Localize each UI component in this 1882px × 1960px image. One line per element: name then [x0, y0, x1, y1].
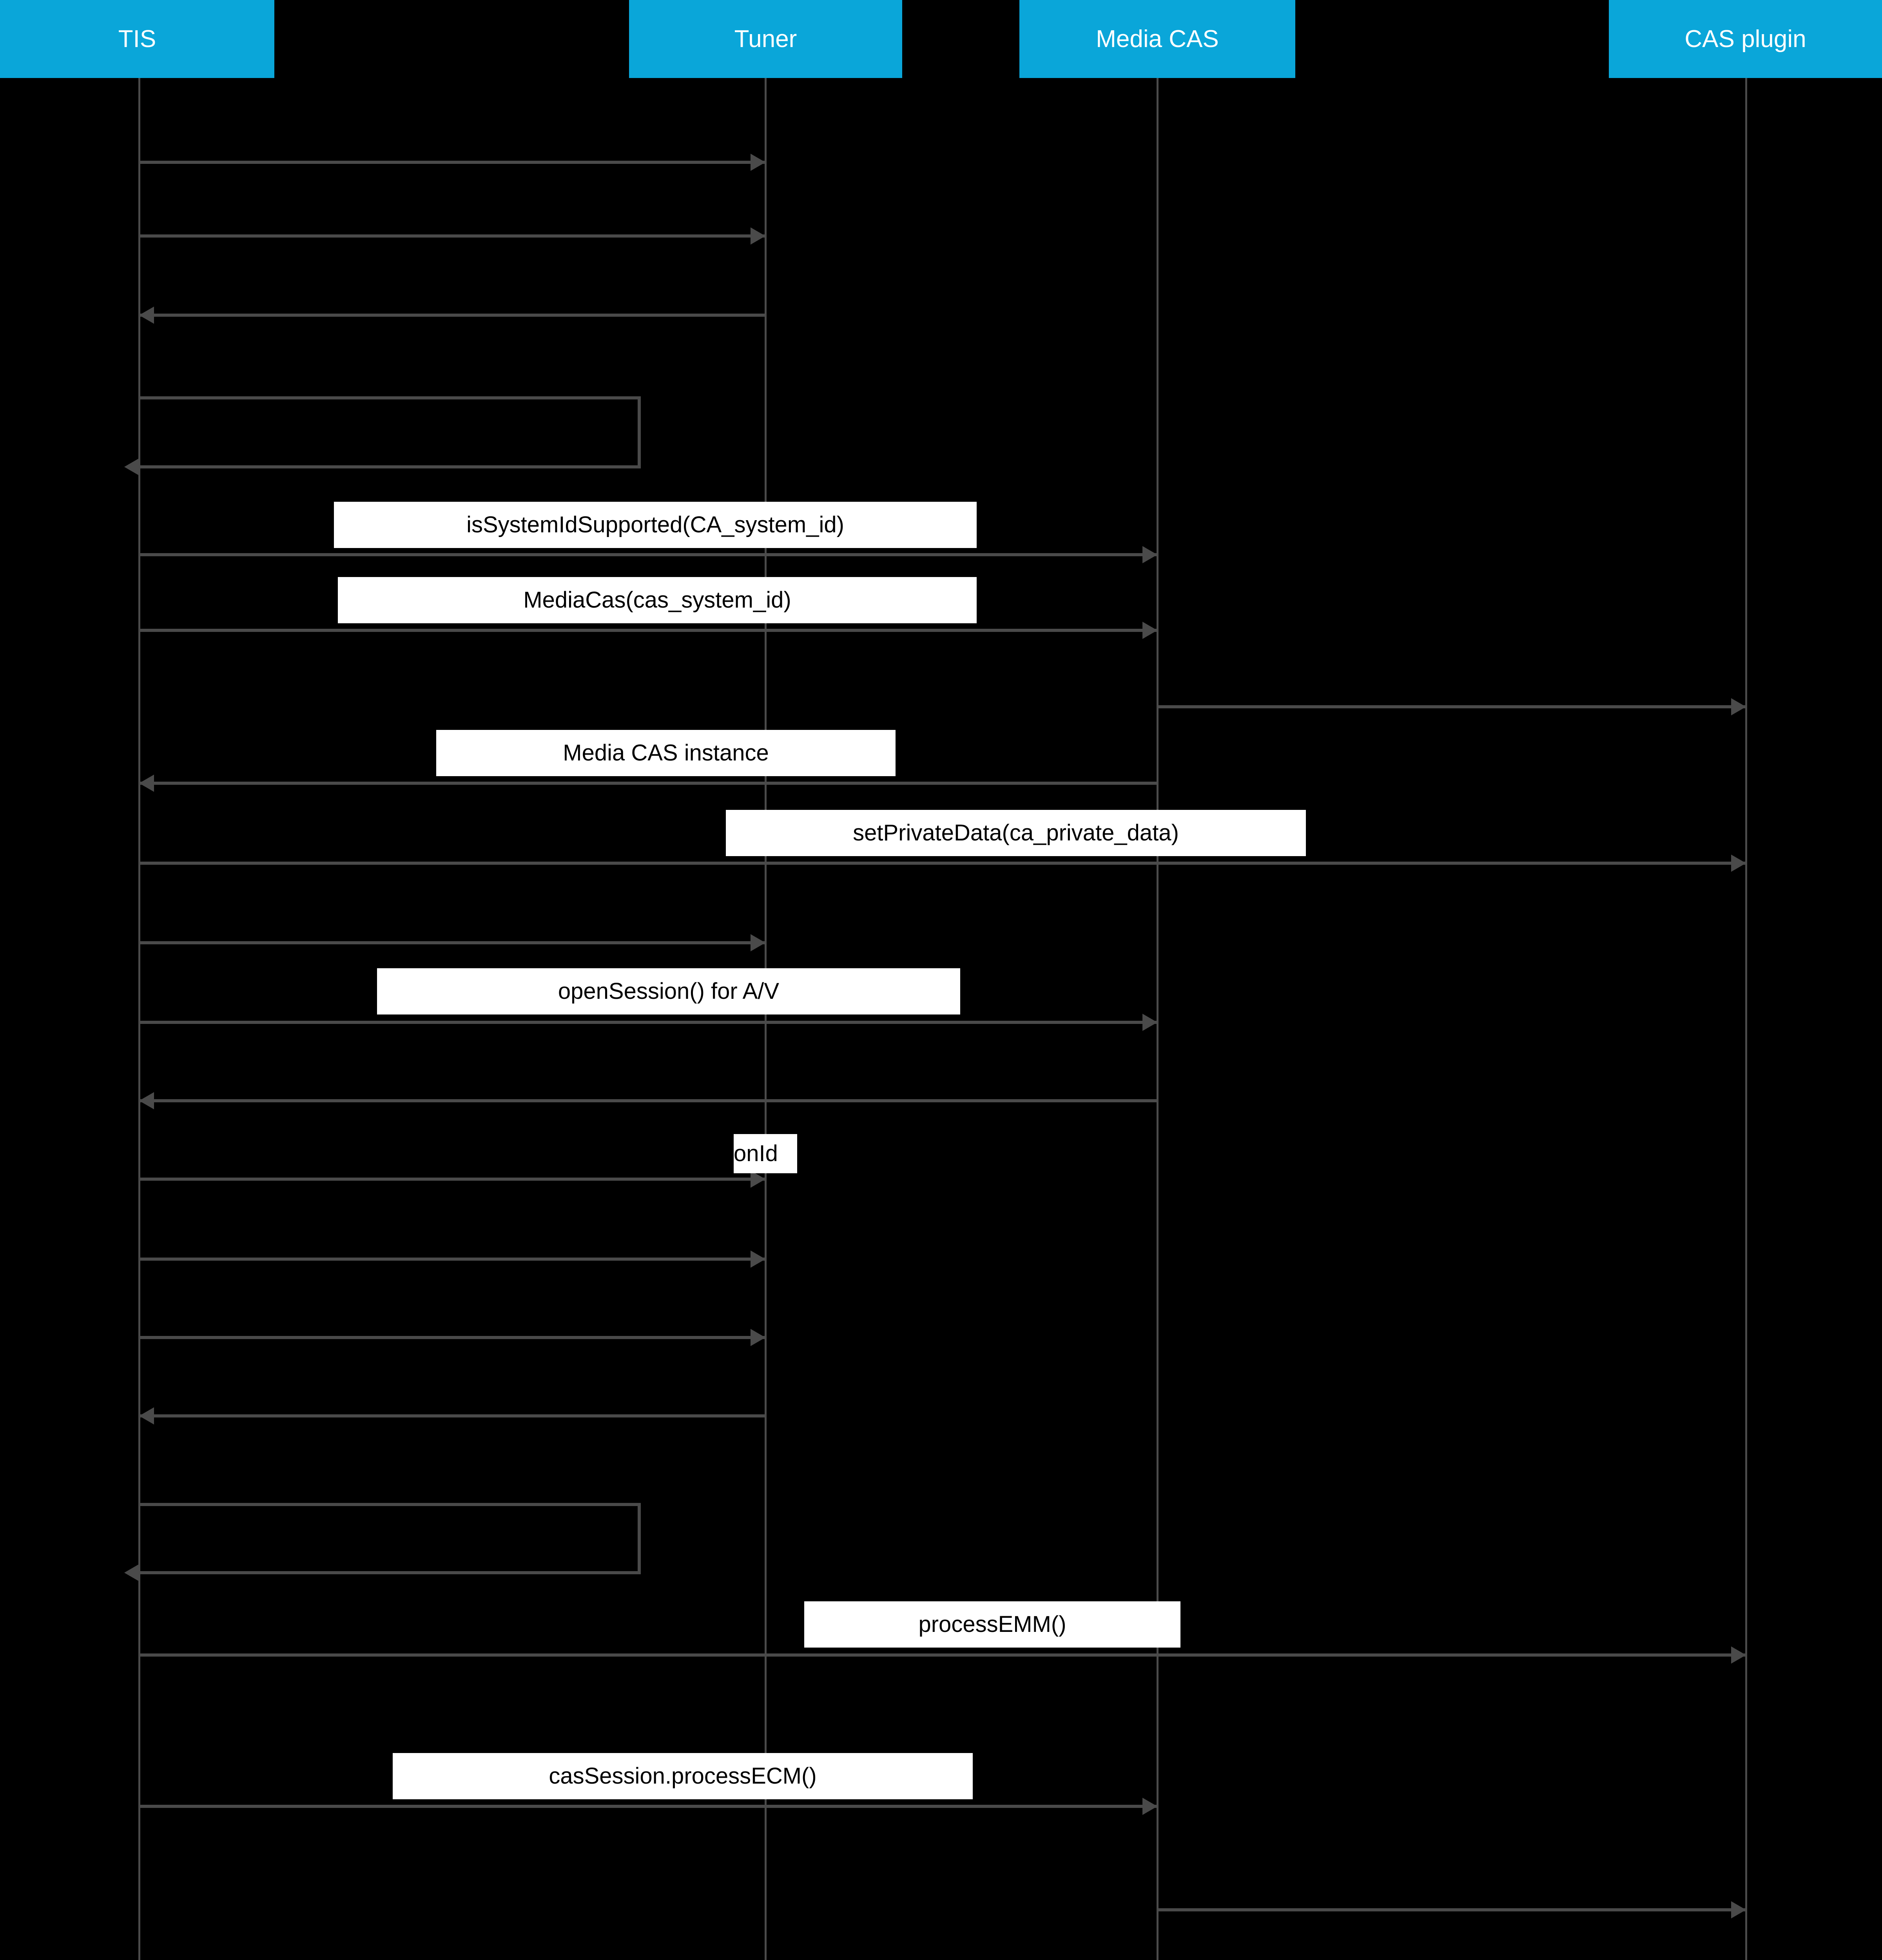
arrowhead-right-icon	[1731, 1901, 1746, 1918]
message-label: setPrivateData(ca_private_data)	[726, 810, 1306, 856]
arrowhead-right-icon	[751, 1171, 765, 1188]
participant-header-tis[interactable]: TIS	[0, 0, 274, 78]
message-line-mediacas-to-tis	[139, 1099, 1157, 1102]
message-line-mediacas-to-tis	[139, 782, 1157, 785]
message-label: isSystemIdSupported(CA_system_id)	[334, 502, 977, 548]
arrowhead-right-icon	[751, 227, 765, 245]
arrowhead-left-icon	[124, 1564, 139, 1581]
lifeline-mediacas	[1157, 78, 1159, 1960]
message-line-tis-to-tuner	[139, 234, 765, 238]
participant-label: CAS plugin	[1684, 25, 1806, 53]
lifeline-tis	[138, 78, 140, 1960]
message-label: MediaCas(cas_system_id)	[338, 577, 977, 623]
message-line-mediacas-to-casplugin	[1157, 1908, 1746, 1911]
message-label: Media CAS instance	[436, 730, 896, 776]
lifeline-casplugin	[1745, 78, 1747, 1960]
participant-label: Media CAS	[1096, 25, 1219, 53]
arrowhead-right-icon	[1142, 622, 1157, 639]
message-label: onId	[734, 1134, 797, 1173]
message-line-tis-to-mediacas	[139, 553, 1157, 556]
message-line-tis-to-tuner	[139, 1178, 765, 1181]
self-message-top-segment	[139, 1503, 641, 1506]
arrowhead-right-icon	[1142, 1798, 1157, 1815]
self-message-bottom-segment	[139, 1571, 641, 1574]
self-message-bottom-segment	[139, 465, 641, 468]
arrowhead-right-icon	[751, 934, 765, 951]
message-line-tis-to-mediacas	[139, 1805, 1157, 1808]
arrowhead-right-icon	[1142, 546, 1157, 563]
message-line-tis-to-tuner	[139, 1258, 765, 1261]
arrowhead-left-icon	[139, 775, 154, 792]
arrowhead-left-icon	[139, 1092, 154, 1109]
participant-header-tuner[interactable]: Tuner	[629, 0, 902, 78]
arrowhead-right-icon	[1731, 698, 1746, 715]
participant-label: TIS	[118, 25, 156, 53]
message-line-tis-to-tuner	[139, 1336, 765, 1339]
message-label: openSession() for A/V	[377, 968, 960, 1014]
arrowhead-right-icon	[751, 1329, 765, 1346]
message-label: casSession.processECM()	[393, 1753, 973, 1799]
participant-label: Tuner	[734, 25, 797, 53]
arrowhead-left-icon	[124, 458, 139, 475]
participant-header-casplugin[interactable]: CAS plugin	[1609, 0, 1882, 78]
message-line-tuner-to-tis	[139, 314, 765, 317]
arrowhead-right-icon	[751, 1250, 765, 1268]
arrowhead-right-icon	[1731, 855, 1746, 872]
arrowhead-right-icon	[1142, 1014, 1157, 1031]
self-message-right-segment	[638, 1503, 641, 1574]
arrowhead-left-icon	[139, 307, 154, 324]
arrowhead-right-icon	[751, 154, 765, 171]
message-label: processEMM()	[804, 1601, 1180, 1648]
message-line-tis-to-tuner	[139, 941, 765, 944]
message-line-tuner-to-tis	[139, 1414, 765, 1417]
participant-header-mediacas[interactable]: Media CAS	[1019, 0, 1295, 78]
message-line-tis-to-casplugin	[139, 1653, 1746, 1657]
message-line-tis-to-mediacas	[139, 629, 1157, 632]
message-line-mediacas-to-casplugin	[1157, 705, 1746, 708]
message-line-tis-to-mediacas	[139, 1021, 1157, 1024]
message-line-tis-to-tuner	[139, 161, 765, 164]
arrowhead-left-icon	[139, 1407, 154, 1425]
lifeline-tuner	[765, 78, 767, 1960]
self-message-top-segment	[139, 396, 641, 399]
arrowhead-right-icon	[1731, 1646, 1746, 1664]
self-message-right-segment	[638, 396, 641, 468]
message-line-tis-to-casplugin	[139, 862, 1746, 865]
